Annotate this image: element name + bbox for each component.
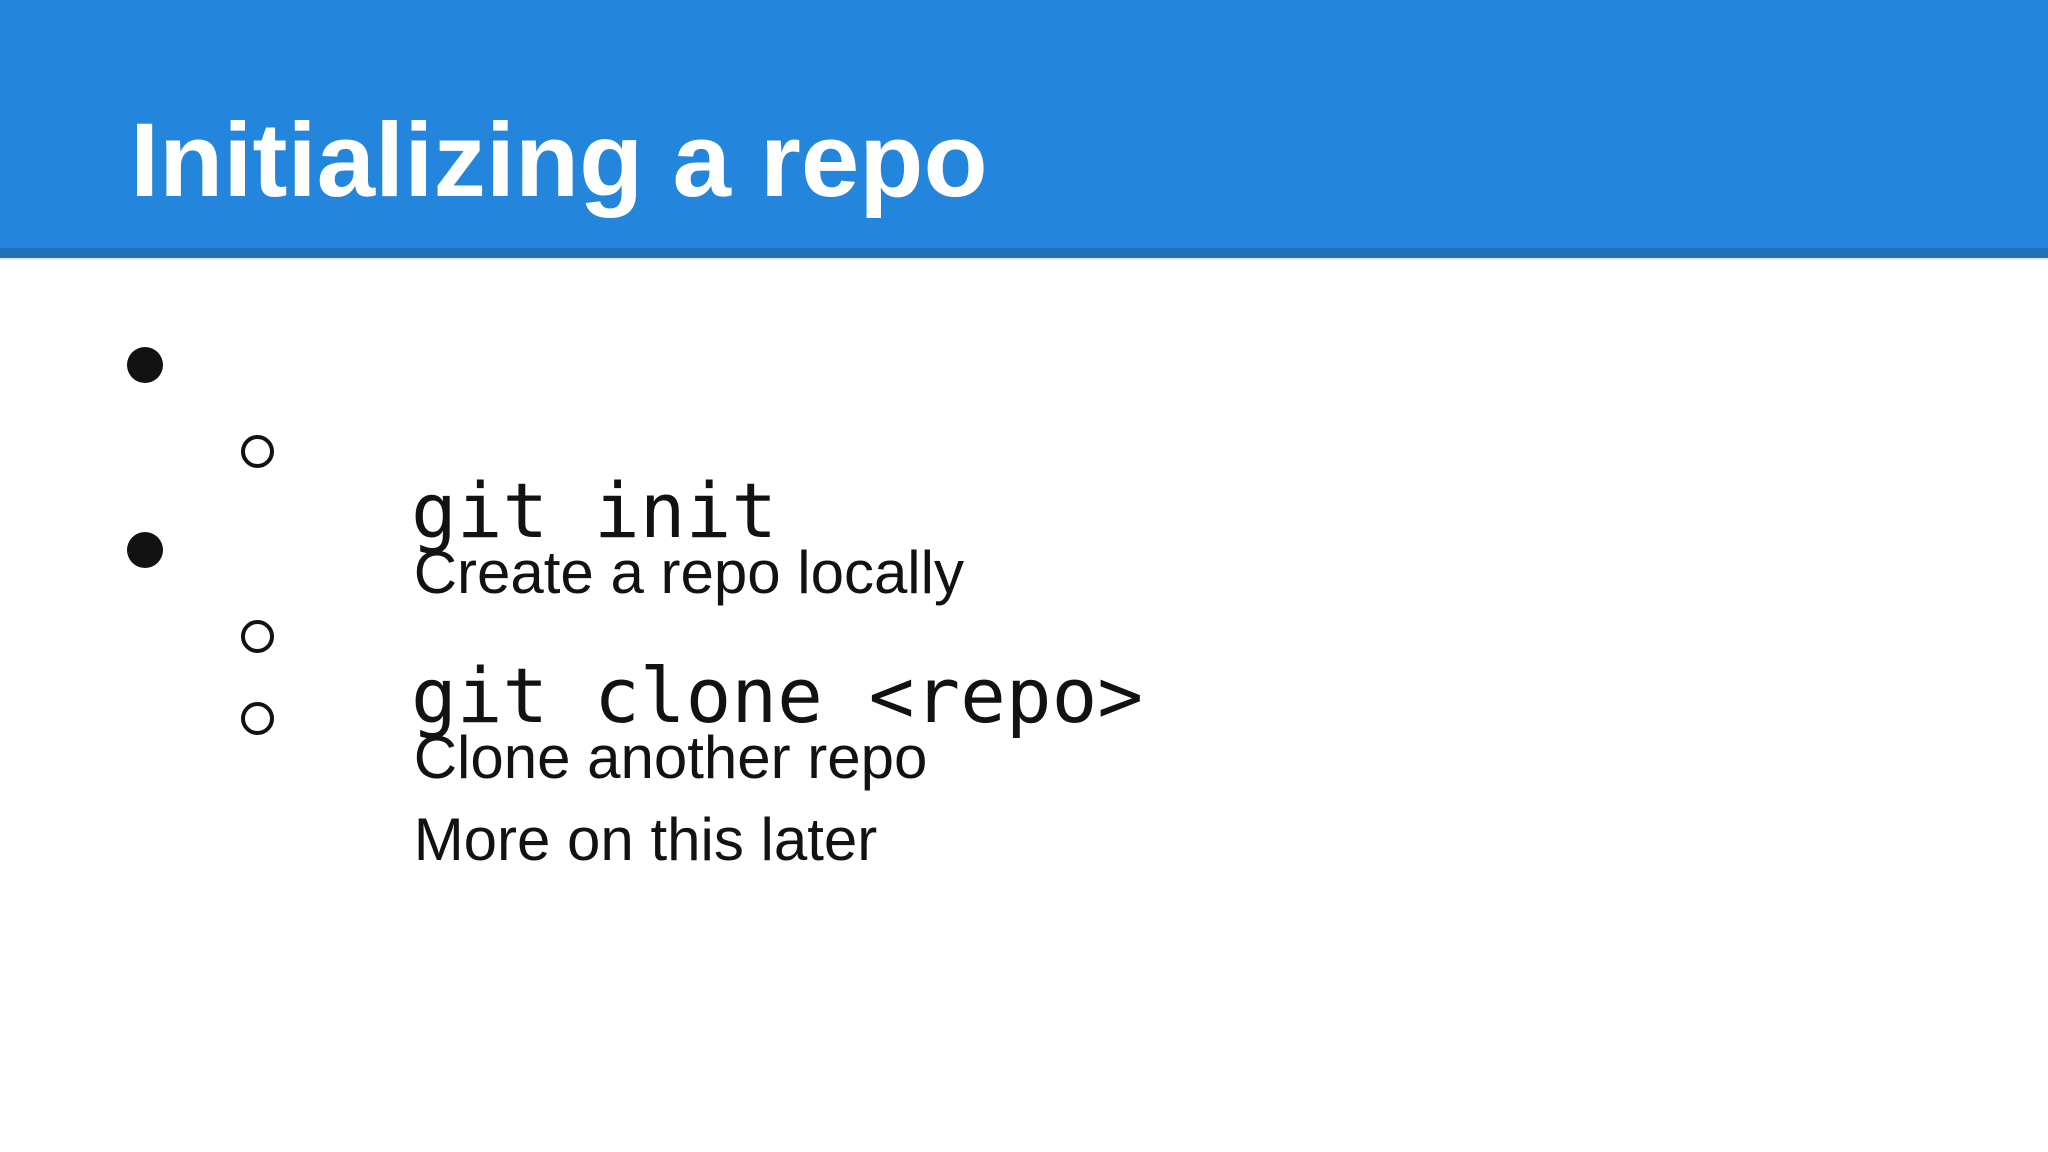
bullet-text: git init — [411, 466, 778, 555]
filled-bullet-icon — [127, 532, 163, 568]
filled-bullet-icon — [127, 347, 163, 383]
bullet-item-git-clone: git clone <repo> — [0, 506, 2048, 810]
title-banner — [0, 0, 2048, 248]
sub-bullet-text: More on this later — [413, 806, 878, 873]
slide-title: Initializing a repo — [130, 102, 988, 219]
bullet-text: git clone <repo> — [411, 651, 1144, 740]
sub-bullet-text: Clone another repo — [413, 724, 928, 791]
sub-bullet-text: Create a repo locally — [413, 539, 964, 606]
title-banner-accent-strip — [0, 248, 2048, 260]
hollow-bullet-icon — [241, 620, 274, 653]
hollow-bullet-icon — [241, 435, 274, 468]
sub-bullet-item-create-repo: Create a repo locally — [0, 423, 2048, 663]
sub-bullet-item-clone-another: Clone another repo — [0, 608, 2048, 848]
sub-bullet-item-more-later: More on this later — [0, 690, 2048, 930]
bullet-item-git-init: git init — [0, 321, 2048, 625]
hollow-bullet-icon — [241, 702, 274, 735]
